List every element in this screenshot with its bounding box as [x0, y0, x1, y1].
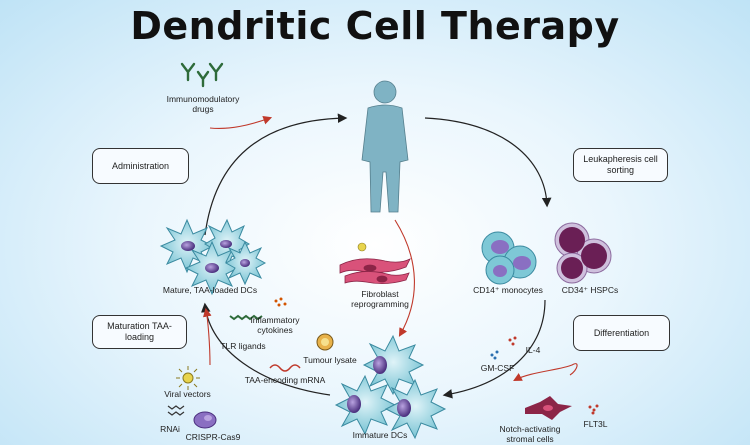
inflammatory-cytokines-label: Inflammatory cytokines [250, 315, 300, 335]
administration-box: Administration [92, 148, 189, 184]
cytokine-dots [274, 297, 287, 307]
il4-label: IL-4 [525, 345, 541, 355]
flt3l-dots [588, 404, 599, 415]
antibody-icons [180, 62, 224, 88]
arc-top-right [424, 117, 552, 208]
tumour-lysate-label: Tumour lysate [303, 355, 357, 365]
fibroblast-cells [339, 258, 411, 284]
immunomodulatory-drugs-label: Immunomodulatory drugs [166, 94, 240, 114]
gmcsf-label: GM-CSF [480, 363, 515, 373]
patient-silhouette [361, 80, 409, 213]
arc-bottom-right [442, 299, 546, 399]
gmcsf-dots [490, 350, 499, 360]
flt3l-label: FLT3L [583, 419, 608, 429]
viral-vectors-label: Viral vectors [164, 389, 211, 399]
il4-dots [508, 336, 517, 346]
viral-vector-icon [176, 366, 200, 390]
cd34-label: CD34⁺ HSPCs [561, 285, 619, 295]
crispr-icon [193, 411, 217, 429]
rnai-label: RNAi [160, 424, 180, 434]
arc-top-left [204, 113, 348, 236]
leukapheresis-box: Leukapheresis cell sorting [573, 148, 668, 182]
cd34-hspc-cells [554, 222, 612, 284]
mature-dcs-label: Mature, TAA-loaded DCs [162, 285, 258, 295]
red-arrow-maturation [202, 307, 212, 366]
immature-dc-cells [334, 334, 447, 440]
differentiation-box: Differentiation [573, 315, 670, 351]
red-arrow-drugs [209, 116, 273, 129]
tlr-ligands-label: TLR ligands [220, 341, 266, 351]
tumour-lysate-icon [316, 333, 334, 351]
cd14-monocytes-cells [481, 231, 537, 285]
mature-dc-cluster [159, 218, 267, 296]
maturation-box: Maturation TAA-loading [92, 315, 187, 349]
stromal-cell-icon [525, 396, 572, 420]
mrna-icon [269, 364, 301, 372]
notch-label: Notch-activating stromal cells [499, 424, 561, 444]
red-arrow-fibroblast [394, 219, 415, 337]
red-arrow-notch [513, 363, 578, 382]
arc-bottom-left [201, 302, 331, 396]
page-title: Dendritic Cell Therapy [130, 4, 620, 48]
fibroblast-label: Fibroblast reprogramming [351, 289, 409, 309]
rnai-icon [167, 405, 185, 416]
cd14-label: CD14⁺ monocytes [473, 285, 543, 295]
immature-dcs-label: Immature DCs [352, 430, 408, 440]
taa-mrna-label: TAA-encoding mRNA [244, 375, 326, 385]
fibroblast-factor-icon [357, 242, 367, 252]
tlr-ligand-icon [229, 314, 263, 321]
crispr-label: CRISPR-Cas9 [185, 432, 241, 442]
